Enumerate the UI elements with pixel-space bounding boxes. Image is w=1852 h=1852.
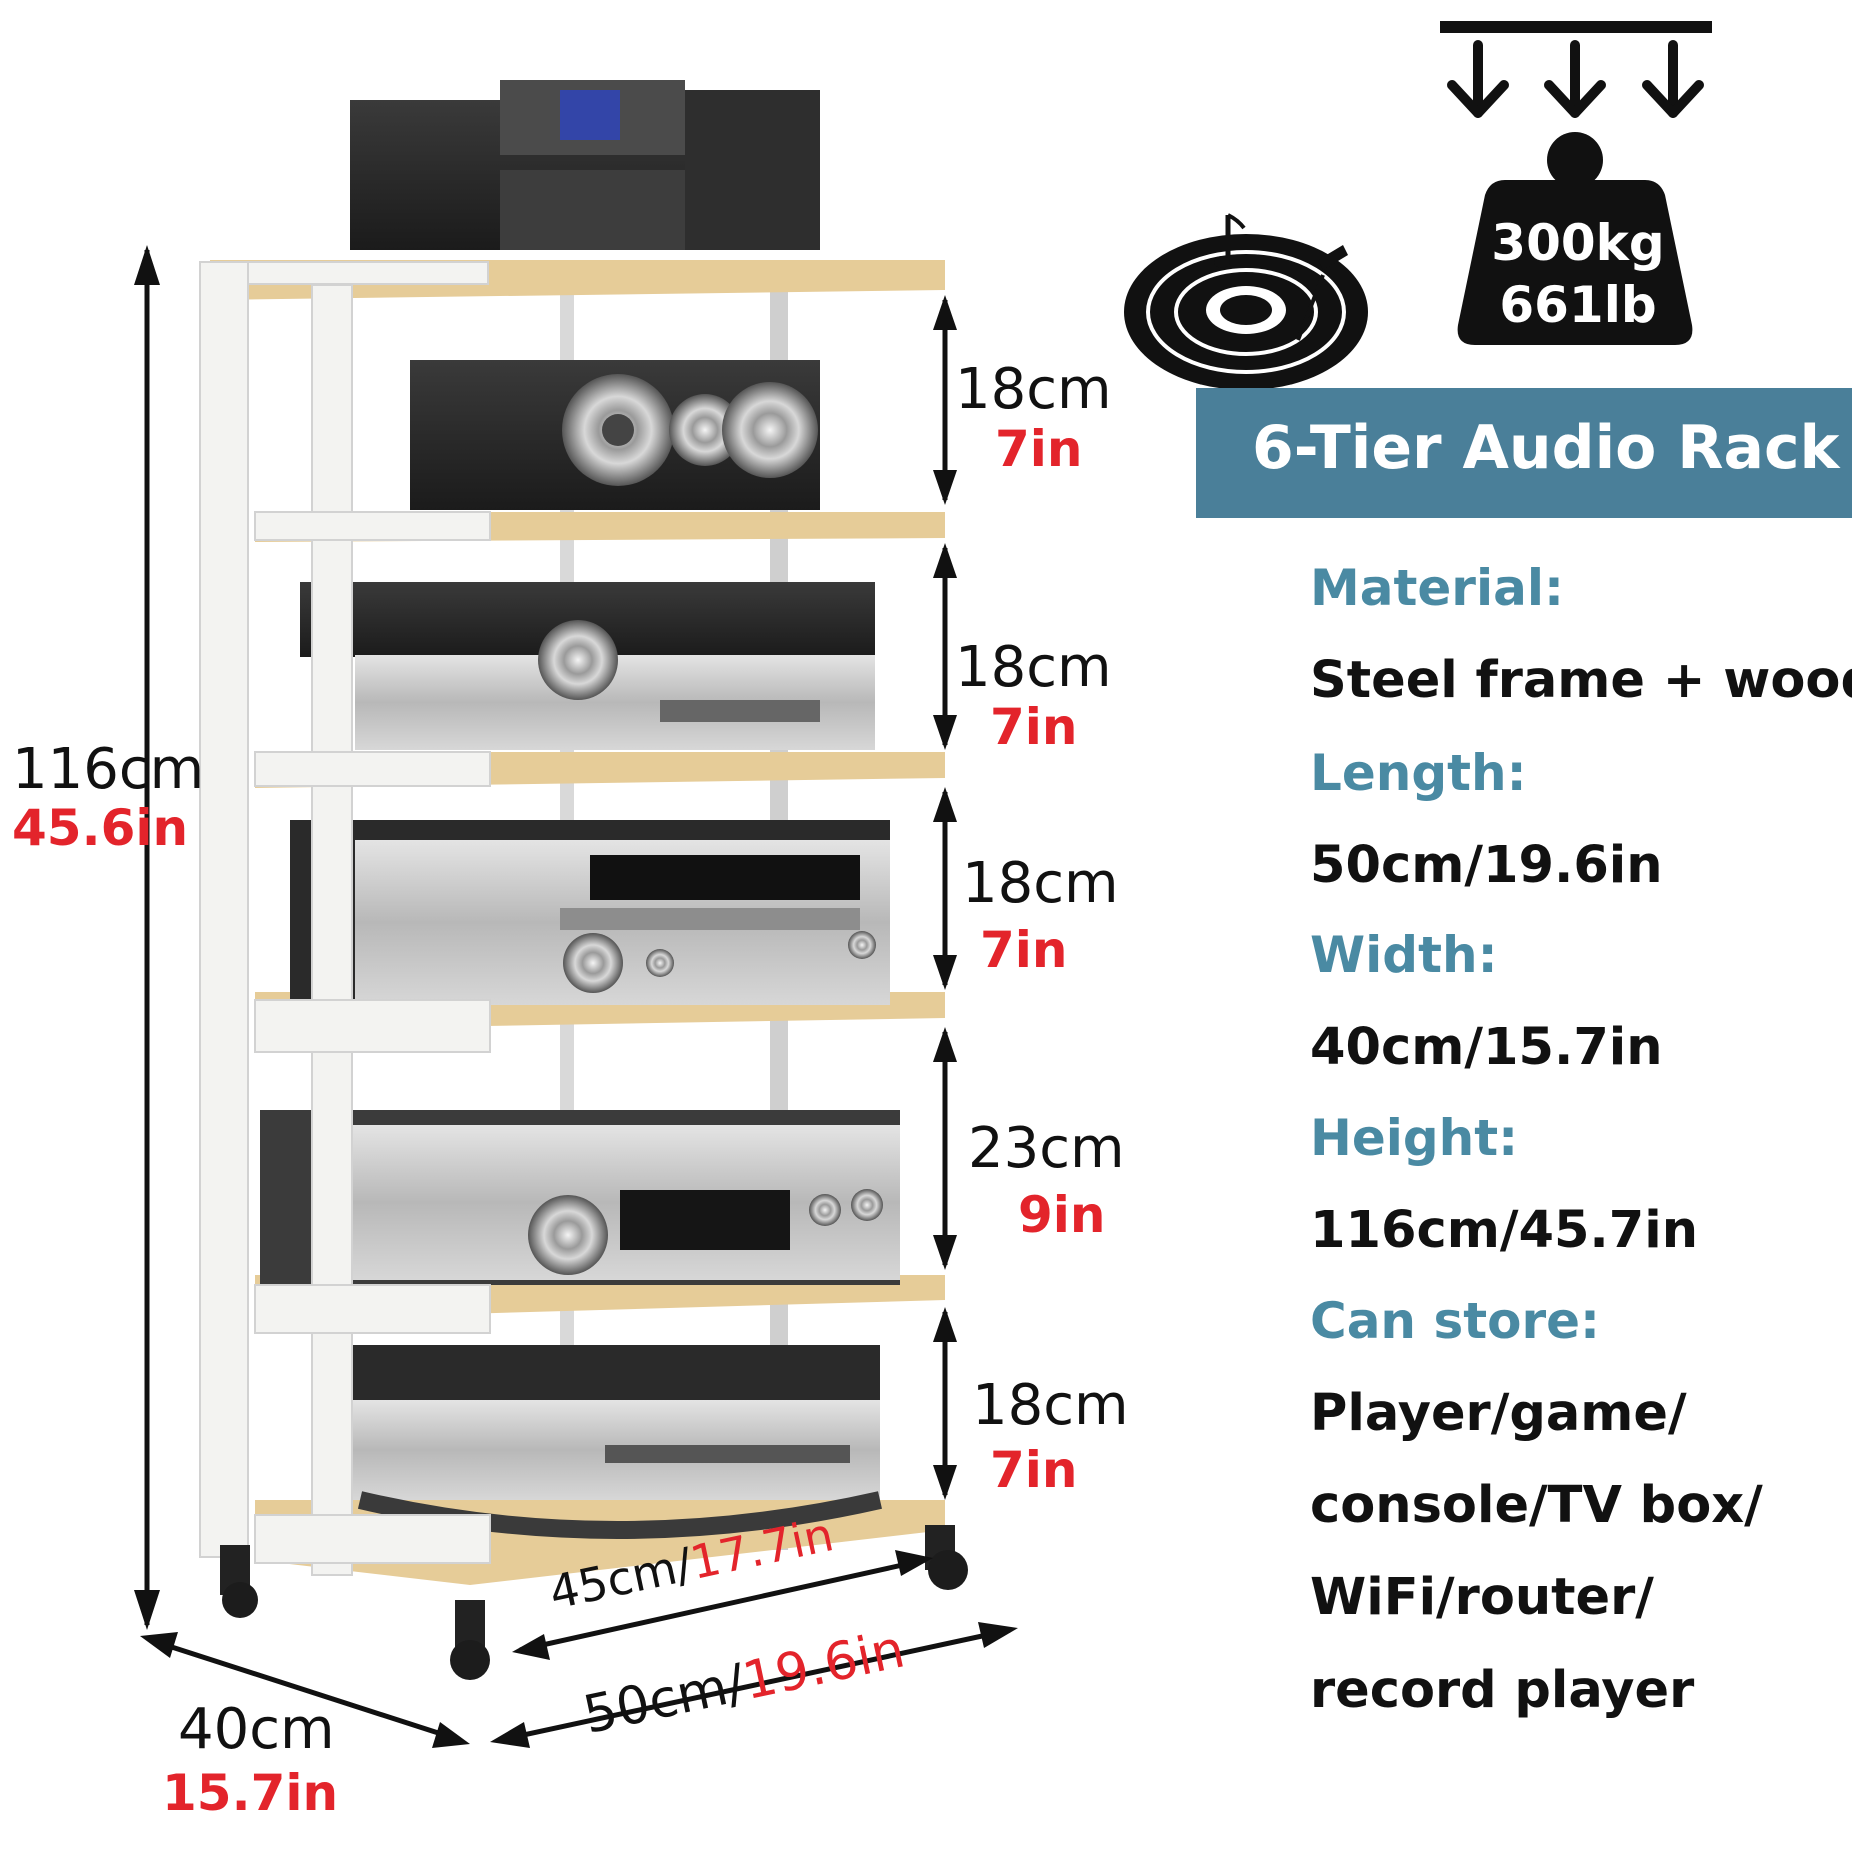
casters — [220, 1525, 968, 1680]
tier-gap-2-cm: 18cm — [955, 635, 1112, 700]
cd-receiver — [290, 820, 890, 1005]
depth-in: 15.7in — [162, 1764, 339, 1822]
width-spec-value: 40cm/15.7in — [1310, 1018, 1663, 1077]
title-banner — [1196, 388, 1852, 518]
width-spec-label: Width: — [1310, 926, 1498, 984]
av-receiver — [300, 582, 875, 750]
can-store-line: Player/game/ — [1310, 1384, 1687, 1443]
tier-gap-4-in: 9in — [1018, 1186, 1106, 1244]
rack-illustration — [134, 80, 1018, 1748]
top-audio-device — [350, 80, 820, 250]
total-height-in: 45.6in — [12, 799, 189, 857]
tier-gap-3-cm: 18cm — [962, 851, 1119, 916]
tier-gap-5-in: 7in — [990, 1441, 1078, 1499]
depth-cm: 40cm — [178, 1697, 335, 1762]
dimension-arrows — [134, 245, 1018, 1748]
tier-gap-1-cm: 18cm — [955, 357, 1112, 422]
height-spec-value: 116cm/45.7in — [1310, 1201, 1699, 1260]
tier-gap-1-in: 7in — [995, 420, 1083, 478]
can-store-line: WiFi/router/ — [1310, 1568, 1654, 1627]
amplifier — [260, 1110, 900, 1285]
tier-gap-3-in: 7in — [980, 921, 1068, 979]
material-value: Steel frame + wood — [1310, 651, 1852, 710]
tier-gap-2-in: 7in — [990, 698, 1078, 756]
center-speaker — [410, 360, 820, 510]
total-height-cm: 116cm — [12, 737, 205, 802]
vinyl-record-icon — [1124, 213, 1368, 390]
material-label: Material: — [1310, 559, 1564, 617]
steel-frame — [199, 261, 491, 1576]
tier-gap-5-cm: 18cm — [972, 1373, 1129, 1438]
page-title: 6-Tier Audio Rack — [1252, 413, 1840, 483]
load-capacity-lb: 661lb — [1499, 276, 1657, 334]
length-spec-value: 50cm/19.6in — [1310, 836, 1663, 895]
can-store-line: record player — [1310, 1661, 1695, 1720]
height-spec-label: Height: — [1310, 1109, 1519, 1167]
weight-icon — [1440, 21, 1712, 345]
load-capacity-kg: 300kg — [1491, 214, 1665, 272]
can-store-line: console/TV box/ — [1310, 1476, 1763, 1535]
can-store-label: Can store: — [1310, 1292, 1601, 1350]
length-spec-label: Length: — [1310, 744, 1527, 802]
tier-gap-4-cm: 23cm — [968, 1116, 1125, 1181]
